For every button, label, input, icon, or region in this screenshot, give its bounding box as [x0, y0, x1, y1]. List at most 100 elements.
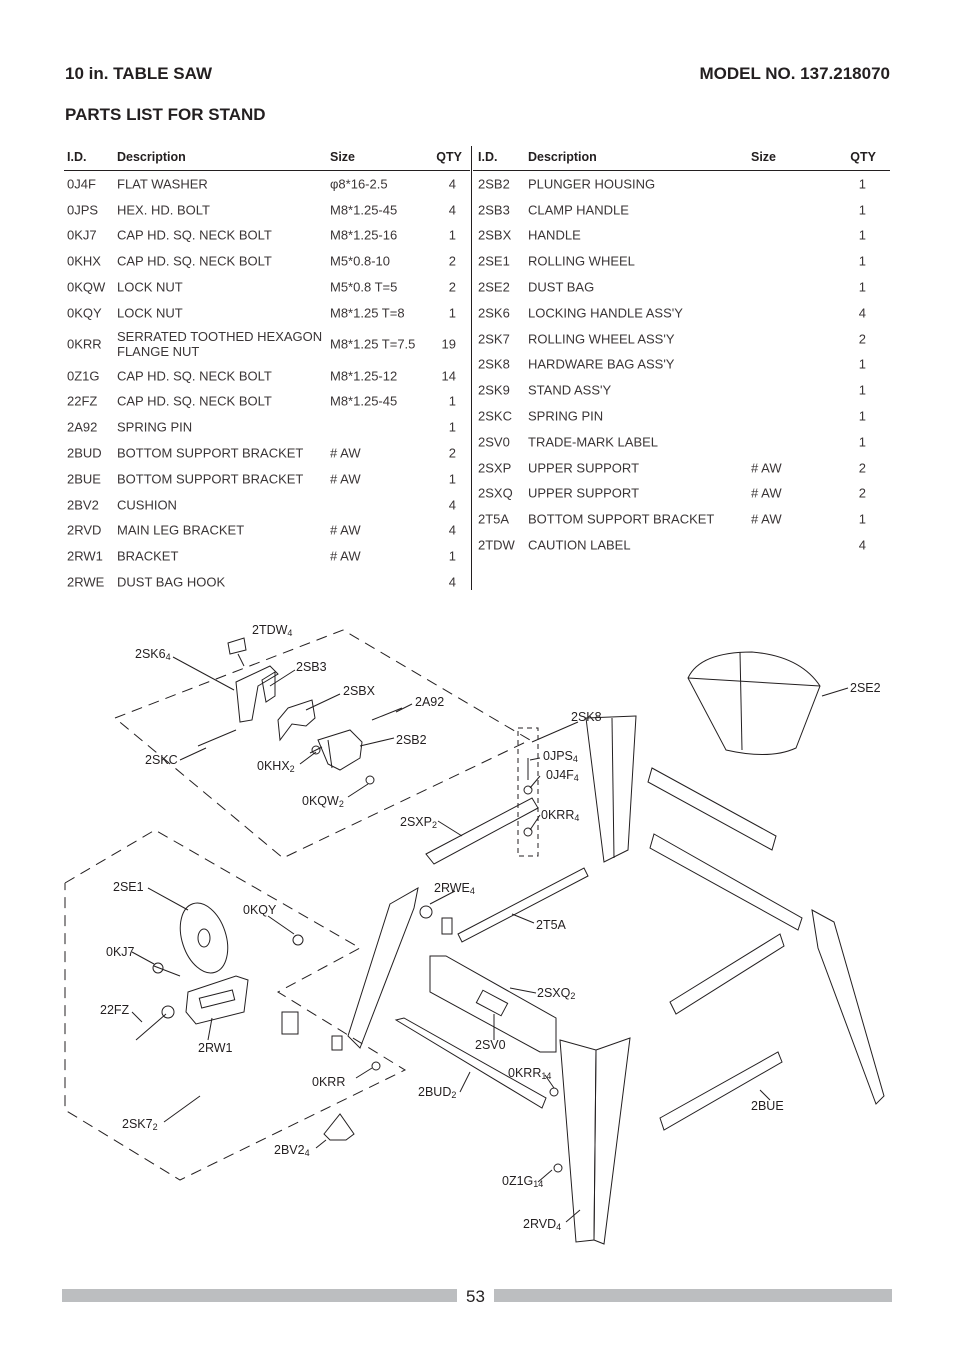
part-size: M8*1.25-16: [330, 227, 398, 243]
part-qty: 4: [448, 497, 456, 513]
part-size: M8*1.25-12: [330, 368, 398, 384]
callout-label: 2BUD2: [418, 1085, 456, 1100]
part-qty: 1: [858, 253, 866, 269]
callout-label: 2SV0: [475, 1038, 506, 1052]
part-qty: 1: [858, 176, 866, 192]
part-description: CAUTION LABEL: [528, 537, 631, 553]
callout-label: 0KQW2: [302, 794, 344, 809]
part-size: M8*1.25 T=8: [330, 305, 405, 321]
part-qty: 2: [448, 445, 456, 461]
part-id: 2SE1: [478, 253, 510, 269]
part-qty: 2: [448, 279, 456, 295]
page-number: 53: [466, 1287, 485, 1306]
part-description: SERRATED TOOTHED HEXAGON FLANGE NUT: [117, 329, 323, 360]
callout-label: 0KQY: [243, 903, 277, 917]
part-qty: 2: [448, 253, 456, 269]
left-leg: [347, 887, 419, 1049]
part-qty: 14: [441, 368, 456, 384]
column-divider: [471, 146, 472, 590]
part-qty: 4: [448, 574, 456, 590]
part-description: LOCK NUT: [117, 279, 183, 295]
part-size: # AW: [330, 471, 361, 487]
header-id: I.D.: [67, 150, 87, 164]
part-qty: 1: [858, 511, 866, 527]
right-leg: [811, 909, 885, 1105]
handle-assembly-enclosure: [114, 629, 532, 859]
part-qty: 1: [858, 279, 866, 295]
part-id: 2SKC: [478, 408, 512, 424]
part-id: 0KRR: [67, 336, 102, 352]
rolling-wheel: [179, 902, 229, 974]
part-description: HANDLE: [528, 227, 581, 243]
part-description: SPRING PIN: [528, 408, 604, 424]
upper-support-2sxp: [425, 797, 539, 865]
header-description: Description: [117, 150, 186, 164]
callout-label: 2RWE4: [434, 881, 475, 896]
part-description: TRADE-MARK LABEL: [528, 434, 659, 450]
part-description: CAP HD. SQ. NECK BOLT: [117, 253, 272, 269]
part-qty: 1: [448, 548, 456, 564]
part-size: M8*1.25 T=7.5: [330, 336, 416, 352]
part-description: FLAT WASHER: [117, 176, 208, 192]
page-title: 10 in. TABLE SAW: [65, 64, 213, 83]
callout-label: 2RW1: [198, 1041, 233, 1055]
part-id: 0KJ7: [67, 227, 97, 243]
bottom-support-2bud: [394, 1017, 547, 1109]
callout-label: 0KRR4: [541, 808, 579, 823]
part-size: # AW: [751, 460, 782, 476]
part-id: 0KHX: [67, 253, 101, 269]
part-qty: 4: [858, 537, 866, 553]
plunger-housing: [317, 729, 363, 771]
part-qty: 4: [448, 176, 456, 192]
part-id: 22FZ: [67, 393, 98, 409]
callout-label: 2SXP2: [400, 815, 437, 830]
part-description: ROLLING WHEEL ASS'Y: [528, 331, 675, 347]
part-description: UPPER SUPPORT: [528, 485, 640, 501]
part-qty: 1: [448, 471, 456, 487]
part-id: 0JPS: [67, 202, 99, 218]
part-size: M5*0.8 T=5: [330, 279, 398, 295]
callout-label: 0KRR14: [508, 1066, 551, 1081]
part-description: STAND ASS'Y: [528, 382, 612, 398]
part-qty: 2: [858, 460, 866, 476]
part-id: 0KQW: [67, 279, 106, 295]
part-id: 2BV2: [67, 497, 99, 513]
part-qty: 2: [858, 331, 866, 347]
part-qty: 1: [858, 434, 866, 450]
part-qty: 4: [858, 305, 866, 321]
callout-label: 0J4F4: [546, 768, 579, 783]
part-description: CAP HD. SQ. NECK BOLT: [117, 368, 272, 384]
part-id: 2BUD: [67, 445, 102, 461]
callout-label: 2BUE: [751, 1099, 784, 1113]
part-id: 2BUE: [67, 471, 101, 487]
callout-label: 2SK8: [571, 710, 602, 724]
table-row: 0KQW LOCK NUT M5*0.8 T=5 2: [64, 274, 470, 300]
part-id: 2SV0: [478, 434, 510, 450]
callout-label: 2A92: [415, 695, 444, 709]
header-qty: QTY: [436, 150, 462, 164]
caution-label: [227, 637, 247, 655]
table-row: 0KRR SERRATED TOOTHED HEXAGON FLANGE NUT M…: [64, 326, 470, 363]
wheel-bracket: [185, 975, 249, 1025]
part-size: M8*1.25-45: [330, 393, 398, 409]
callout-label: 2SE1: [113, 880, 144, 894]
table-header: I.D. Description Size QTY: [64, 146, 470, 171]
header-size: Size: [330, 150, 356, 164]
